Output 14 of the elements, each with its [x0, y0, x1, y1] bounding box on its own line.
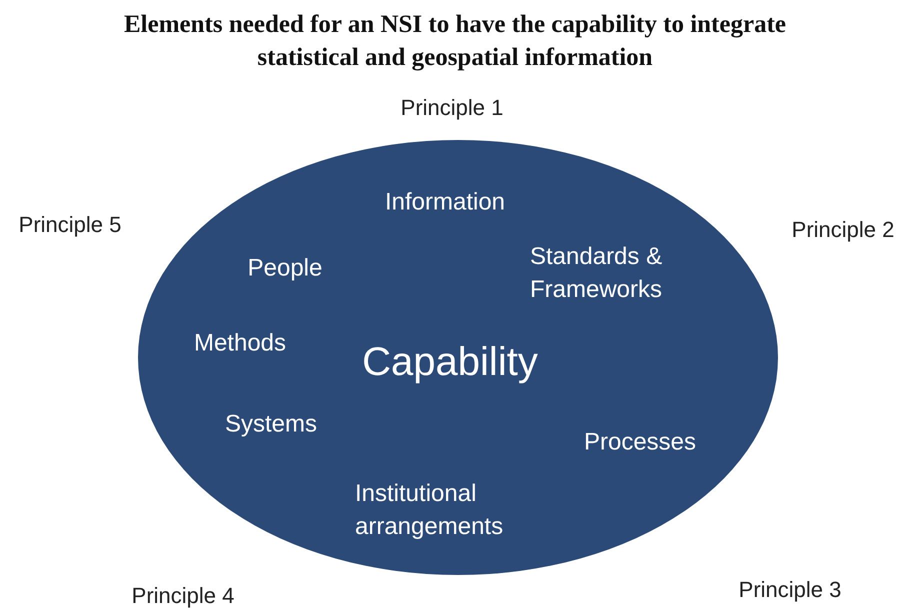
element-label: People	[248, 254, 322, 284]
central-label: Capability	[362, 339, 538, 385]
principle-label: Principle 3	[738, 577, 842, 603]
element-label: Methods	[194, 328, 286, 358]
diagram-title: Elements needed for an NSI to have the capability to integrate statistical and geospatial information	[123, 10, 787, 73]
element-label: Processes	[584, 428, 696, 458]
principle-label: Principle 2	[792, 217, 894, 243]
principle-label: Principle 4	[132, 583, 234, 609]
element-label: Systems	[225, 410, 317, 440]
principle-label: Principle 5	[18, 212, 122, 238]
element-label: Institutional arrangements	[355, 479, 504, 542]
element-label: Standards & Frameworks	[530, 242, 664, 305]
element-label: Information	[384, 188, 506, 218]
principle-label: Principle 1	[400, 95, 504, 121]
